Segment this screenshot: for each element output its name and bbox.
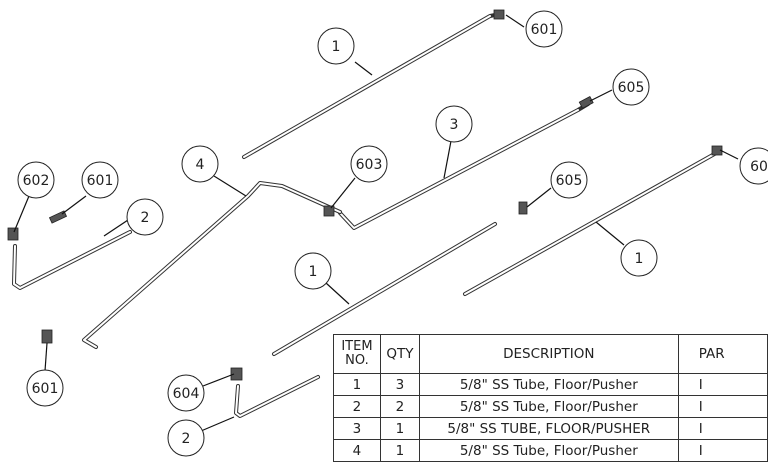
balloon-601: 601 <box>525 10 563 48</box>
tube-item-4 <box>82 181 342 349</box>
tube-item-1-middle <box>272 222 497 356</box>
balloon-item-1: 1 <box>294 252 332 290</box>
balloon-605: 605 <box>550 161 588 199</box>
balloon-item-2: 2 <box>126 198 164 236</box>
bom-cell-part: I <box>677 373 768 396</box>
balloon-label: 604 <box>173 386 200 402</box>
bom-cell-item: 3 <box>333 417 381 440</box>
balloon-label: 603 <box>356 157 383 173</box>
tee-fitting-icon <box>41 329 53 344</box>
bom-header-qty: QTY <box>379 334 420 374</box>
bom-cell-description: 5/8" SS Tube, Floor/Pusher <box>418 439 679 462</box>
balloon-label: 1 <box>309 264 318 280</box>
tee-fitting-icon <box>7 227 19 241</box>
tube-item-2-left <box>12 230 132 290</box>
bom-cell-part: I <box>677 395 768 418</box>
balloon-label: 1 <box>332 39 341 55</box>
bom-cell-qty: 1 <box>379 439 420 462</box>
tube-item-2-bottom <box>234 375 320 418</box>
bom-cell-part: I <box>677 439 768 462</box>
balloon-label: 2 <box>141 210 150 226</box>
union-fitting-icon <box>578 95 594 109</box>
bom-cell-item: 4 <box>333 439 381 462</box>
balloon-item-3: 3 <box>435 105 473 143</box>
balloon-601: 601 <box>81 161 119 199</box>
balloon-label: 1 <box>635 251 644 267</box>
balloon-604: 604 <box>167 374 205 412</box>
bom-cell-qty: 1 <box>379 417 420 440</box>
balloon-602: 602 <box>17 161 55 199</box>
balloon-item-4: 4 <box>181 145 219 183</box>
bom-cell-qty: 2 <box>379 395 420 418</box>
union-fitting-icon <box>518 201 528 215</box>
balloon-label: 4 <box>196 157 205 173</box>
table-row: 1 3 5/8" SS Tube, Floor/Pusher I <box>333 373 768 396</box>
balloon-label: 601 <box>87 173 114 189</box>
balloon-601: 601 <box>26 369 64 407</box>
fitting-markers <box>7 9 723 381</box>
balloon-60-cut: 60 <box>739 147 768 185</box>
balloon-label: 3 <box>450 117 459 133</box>
table-row: 3 1 5/8" SS TUBE, FLOOR/PUSHER I <box>333 417 768 440</box>
elbow-fitting-icon <box>493 9 505 20</box>
bom-cell-qty: 3 <box>379 373 420 396</box>
tube-item-1-right <box>463 150 720 296</box>
balloon-605: 605 <box>612 68 650 106</box>
balloon-label: 60 <box>750 159 768 175</box>
table-row: 4 1 5/8" SS Tube, Floor/Pusher I <box>333 439 768 462</box>
bom-cell-description: 5/8" SS Tube, Floor/Pusher <box>418 395 679 418</box>
bom-cell-item: 2 <box>333 395 381 418</box>
balloon-item-1: 1 <box>620 239 658 277</box>
balloon-label: 2 <box>182 431 191 447</box>
balloon-item-2: 2 <box>167 419 205 457</box>
leaders <box>13 14 739 432</box>
bom-cell-description: 5/8" SS TUBE, FLOOR/PUSHER <box>418 417 679 440</box>
balloon-item-1: 1 <box>317 27 355 65</box>
bom-cell-description: 5/8" SS Tube, Floor/Pusher <box>418 373 679 396</box>
union-fitting-icon <box>323 205 335 217</box>
balloon-label: 605 <box>556 173 583 189</box>
bom-header-description: DESCRIPTION <box>418 334 679 374</box>
table-row: 2 2 5/8" SS Tube, Floor/Pusher I <box>333 395 768 418</box>
tee-fitting-icon <box>230 367 243 381</box>
balloon-label: 605 <box>618 80 645 96</box>
balloon-label: 601 <box>32 381 59 397</box>
balloon-label: 601 <box>531 22 558 38</box>
bom-cell-part: I <box>677 417 768 440</box>
bom-header-part-number: PAR <box>677 334 768 374</box>
balloon-603: 603 <box>350 145 388 183</box>
balloon-label: 602 <box>23 173 50 189</box>
bom-cell-item: 1 <box>333 373 381 396</box>
